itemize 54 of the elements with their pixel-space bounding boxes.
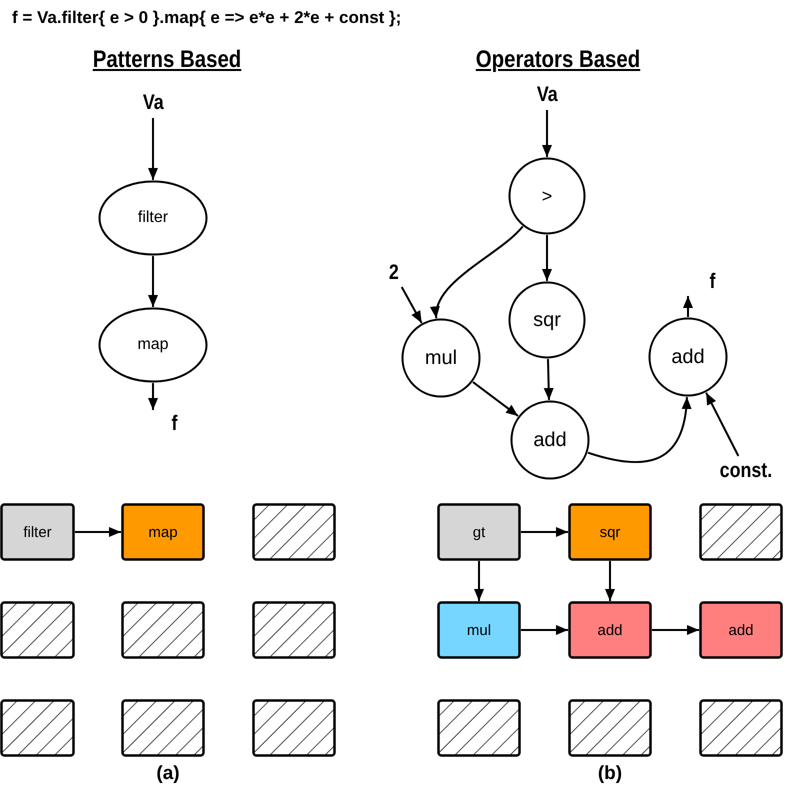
node-label: Va — [526, 80, 568, 110]
operator-circle: map — [98, 307, 208, 383]
operator-box: add — [568, 601, 652, 659]
arrow — [683, 296, 693, 317]
operator-circle: mul — [401, 318, 481, 398]
hatched-box — [699, 503, 783, 561]
operator-circle: sqr — [508, 281, 586, 359]
hatched-box — [121, 699, 205, 757]
operator-box: filter — [0, 503, 75, 561]
hatched-box — [252, 503, 336, 561]
arrow — [705, 392, 740, 456]
hatched-box — [252, 699, 336, 757]
panel-label: (a) — [155, 763, 181, 785]
node-label: f — [148, 410, 178, 438]
hatched-box — [699, 699, 783, 757]
node-label: const. — [706, 456, 786, 486]
arrow — [75, 527, 121, 537]
section-heading: Operators Based — [474, 46, 642, 74]
arrow — [148, 118, 158, 180]
operator-box: add — [699, 601, 783, 659]
arrow — [474, 561, 484, 601]
operator-box: sqr — [568, 503, 652, 561]
operator-circle: > — [508, 157, 586, 235]
arrow — [432, 226, 524, 318]
operator-circle: filter — [98, 180, 208, 256]
section-heading: Patterns Based — [92, 46, 242, 74]
arrow — [400, 286, 423, 324]
hatched-box — [0, 699, 75, 757]
hatched-box — [121, 601, 205, 659]
code-line: f = Va.filter{ e > 0 }.map{ e => e*e + 2*e + const }; — [12, 8, 402, 28]
node-label: Va — [132, 88, 174, 118]
operator-circle: add — [648, 317, 728, 397]
arrow — [544, 358, 554, 400]
arrow — [542, 235, 552, 281]
panel-label: (b) — [596, 763, 624, 785]
operator-box: map — [121, 503, 205, 561]
arrow — [542, 110, 552, 157]
operator-box: mul — [437, 601, 521, 659]
node-label: f — [682, 268, 716, 296]
arrow — [605, 561, 615, 601]
hatched-box — [568, 699, 652, 757]
arrow — [472, 381, 519, 417]
hatched-box — [252, 601, 336, 659]
arrow — [588, 396, 691, 464]
arrow — [652, 625, 699, 635]
hatched-box — [437, 699, 521, 757]
arrow — [521, 527, 568, 537]
operator-box: gt — [437, 503, 521, 561]
operator-circle: add — [510, 400, 590, 480]
node-label: 2 — [383, 259, 405, 287]
arrow — [148, 256, 158, 307]
arrow — [148, 383, 158, 410]
hatched-box — [0, 601, 75, 659]
arrow — [521, 625, 568, 635]
